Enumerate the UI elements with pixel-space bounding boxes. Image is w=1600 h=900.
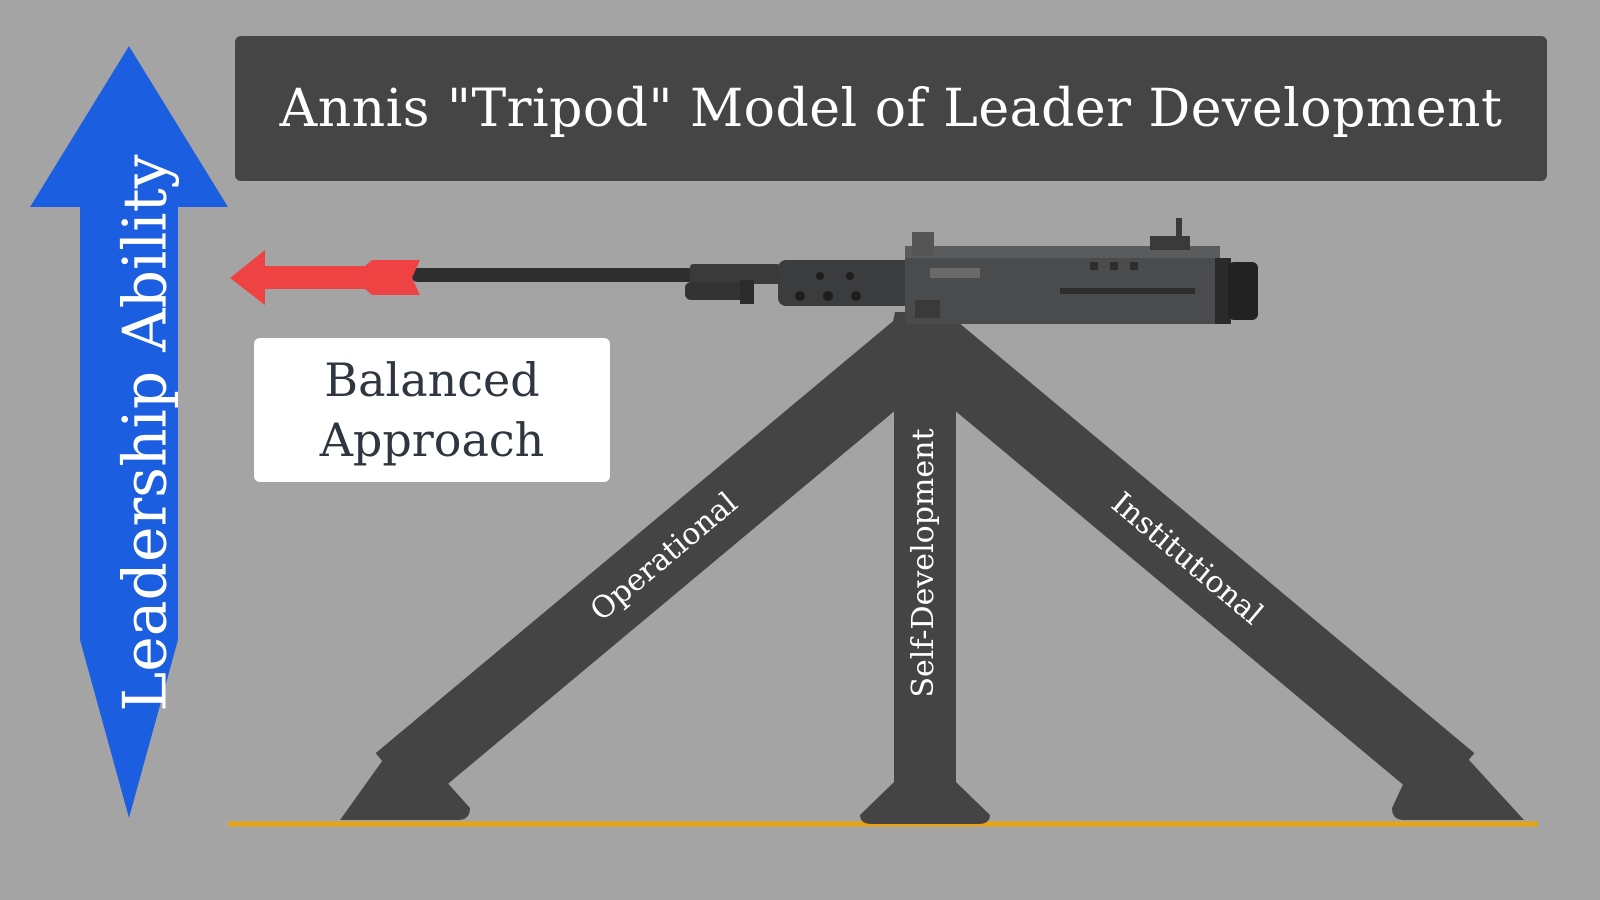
page-title: Annis "Tripod" Model of Leader Developme… bbox=[279, 78, 1503, 139]
leg-label-self-development: Self-Development bbox=[906, 428, 941, 697]
leg-self-development bbox=[860, 330, 990, 824]
title-bar: Annis "Tripod" Model of Leader Developme… bbox=[235, 36, 1547, 181]
leg-operational bbox=[340, 313, 948, 820]
callout-line-2: Approach bbox=[319, 413, 545, 467]
axis-label: Leadership Ability bbox=[111, 154, 181, 711]
aim-arrow bbox=[230, 250, 420, 305]
balanced-approach-callout: Balanced Approach bbox=[254, 338, 610, 482]
leg-label-institutional: Institutional bbox=[1104, 486, 1269, 632]
callout-line-1: Balanced bbox=[324, 353, 540, 407]
machine-gun-image bbox=[412, 218, 1258, 324]
leadership-ability-arrow bbox=[30, 46, 228, 818]
leg-label-operational: Operational bbox=[584, 485, 745, 628]
leg-institutional bbox=[902, 313, 1524, 820]
